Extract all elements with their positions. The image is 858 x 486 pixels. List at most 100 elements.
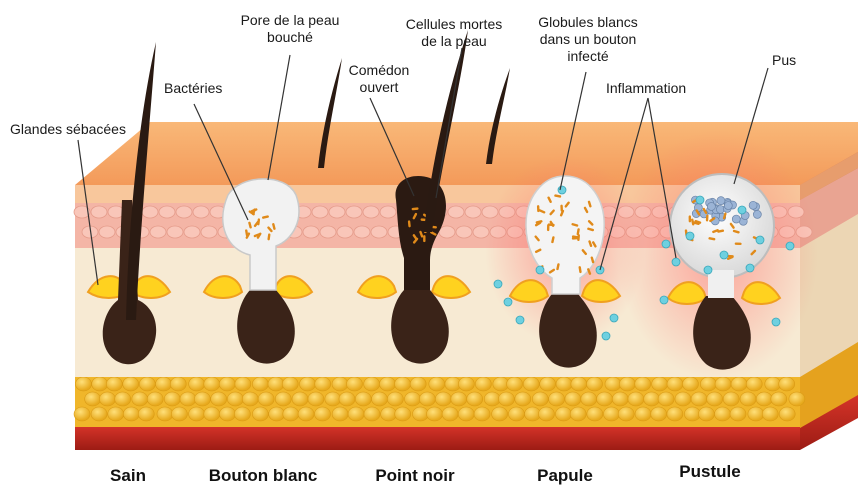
- bacterium: [689, 215, 692, 222]
- fat-cell: [731, 377, 747, 391]
- fat-cell: [429, 377, 445, 391]
- skin-cell: [337, 226, 353, 238]
- fat-cell: [507, 377, 523, 391]
- fat-cell: [99, 392, 115, 406]
- fat-cell: [115, 392, 131, 406]
- skin-cell: [99, 226, 115, 238]
- bacterium: [735, 242, 742, 245]
- fat-cell: [308, 392, 324, 406]
- fat-cell: [332, 377, 348, 391]
- fat-cell: [123, 377, 139, 391]
- white-blood-cell: [516, 316, 524, 324]
- label-inflammation: Inflammation: [606, 80, 686, 97]
- fat-cell: [698, 407, 714, 421]
- pus-cell: [717, 197, 725, 205]
- skin-cell: [465, 206, 481, 218]
- fat-cell: [652, 377, 668, 391]
- fat-cell: [538, 407, 554, 421]
- fat-cell: [405, 392, 421, 406]
- fat-cell: [138, 407, 154, 421]
- fat-cell: [132, 392, 148, 406]
- fat-cell: [549, 392, 565, 406]
- fat-cell: [581, 392, 597, 406]
- fat-cell: [387, 392, 403, 406]
- fat-cell: [730, 407, 746, 421]
- fat-cell: [474, 407, 490, 421]
- pustule-sac: [670, 174, 774, 278]
- fat-cell: [275, 392, 291, 406]
- fat-cell: [332, 407, 348, 421]
- skin-cell: [303, 226, 319, 238]
- fat-cell: [315, 377, 331, 391]
- fat-cell: [762, 407, 778, 421]
- fat-cell: [157, 407, 173, 421]
- fat-cell: [325, 392, 341, 406]
- fat-cell: [619, 377, 635, 391]
- fat-cell: [540, 377, 556, 391]
- white-blood-cell: [662, 240, 670, 248]
- skin-cell: [176, 206, 192, 218]
- white-blood-cell: [786, 242, 794, 250]
- fat-cell: [771, 392, 787, 406]
- pus-cell: [732, 215, 740, 223]
- pus-cell: [749, 201, 757, 209]
- skin-cell: [329, 206, 345, 218]
- skin-cell: [320, 226, 336, 238]
- fat-cell: [170, 377, 186, 391]
- fat-cell: [667, 407, 683, 421]
- label-pus: Pus: [772, 52, 796, 69]
- fat-cell: [85, 392, 101, 406]
- fat-cell: [410, 377, 426, 391]
- label-bacteria: Bactéries: [164, 80, 222, 97]
- fat-cell: [123, 407, 139, 421]
- white-blood-cell: [672, 258, 680, 266]
- fat-cell: [314, 407, 330, 421]
- fat-cell: [92, 377, 108, 391]
- fat-cell: [412, 407, 428, 421]
- fat-cell: [612, 392, 628, 406]
- label-white-blood-cells: Globules blancs dans un bouton infecté: [530, 14, 646, 65]
- skin-cell: [150, 226, 166, 238]
- fat-cell: [355, 392, 371, 406]
- fat-cell: [189, 377, 205, 391]
- white-blood-cell: [704, 266, 712, 274]
- fat-cell: [570, 407, 586, 421]
- fat-cell: [75, 377, 91, 391]
- fat-cell: [180, 392, 196, 406]
- fat-cell: [525, 407, 541, 421]
- fat-cell: [484, 392, 500, 406]
- fat-cell: [252, 377, 268, 391]
- white-blood-cell: [756, 236, 764, 244]
- fat-cell: [789, 392, 805, 406]
- fat-cell: [219, 377, 235, 391]
- fat-cell: [371, 392, 387, 406]
- skin-cell: [184, 226, 200, 238]
- fat-cell: [635, 407, 651, 421]
- fat-cell: [427, 407, 443, 421]
- fat-cell: [682, 377, 698, 391]
- fat-cell: [587, 407, 603, 421]
- fat-cell: [379, 377, 395, 391]
- pus-cell: [724, 202, 732, 210]
- fat-cell: [171, 407, 187, 421]
- fat-cell: [435, 392, 451, 406]
- fat-cell: [364, 377, 380, 391]
- white-blood-cell: [660, 296, 668, 304]
- skin-cell: [201, 226, 217, 238]
- fat-cell: [740, 392, 756, 406]
- fat-cell: [242, 392, 258, 406]
- bacterium: [423, 235, 425, 242]
- fat-cell: [346, 377, 362, 391]
- fat-cell: [605, 377, 621, 391]
- fat-cell: [139, 377, 155, 391]
- stage-caption-blackhead: Point noir: [360, 466, 470, 486]
- skin-cell: [142, 206, 158, 218]
- white-blood-cell: [738, 206, 746, 214]
- fat-cell: [587, 377, 603, 391]
- fat-cell: [475, 377, 491, 391]
- label-open-comedone: Comédon ouvert: [342, 62, 416, 96]
- fat-cell: [565, 392, 581, 406]
- fat-cell: [419, 392, 435, 406]
- skin-cell: [193, 206, 209, 218]
- white-blood-cell: [536, 266, 544, 274]
